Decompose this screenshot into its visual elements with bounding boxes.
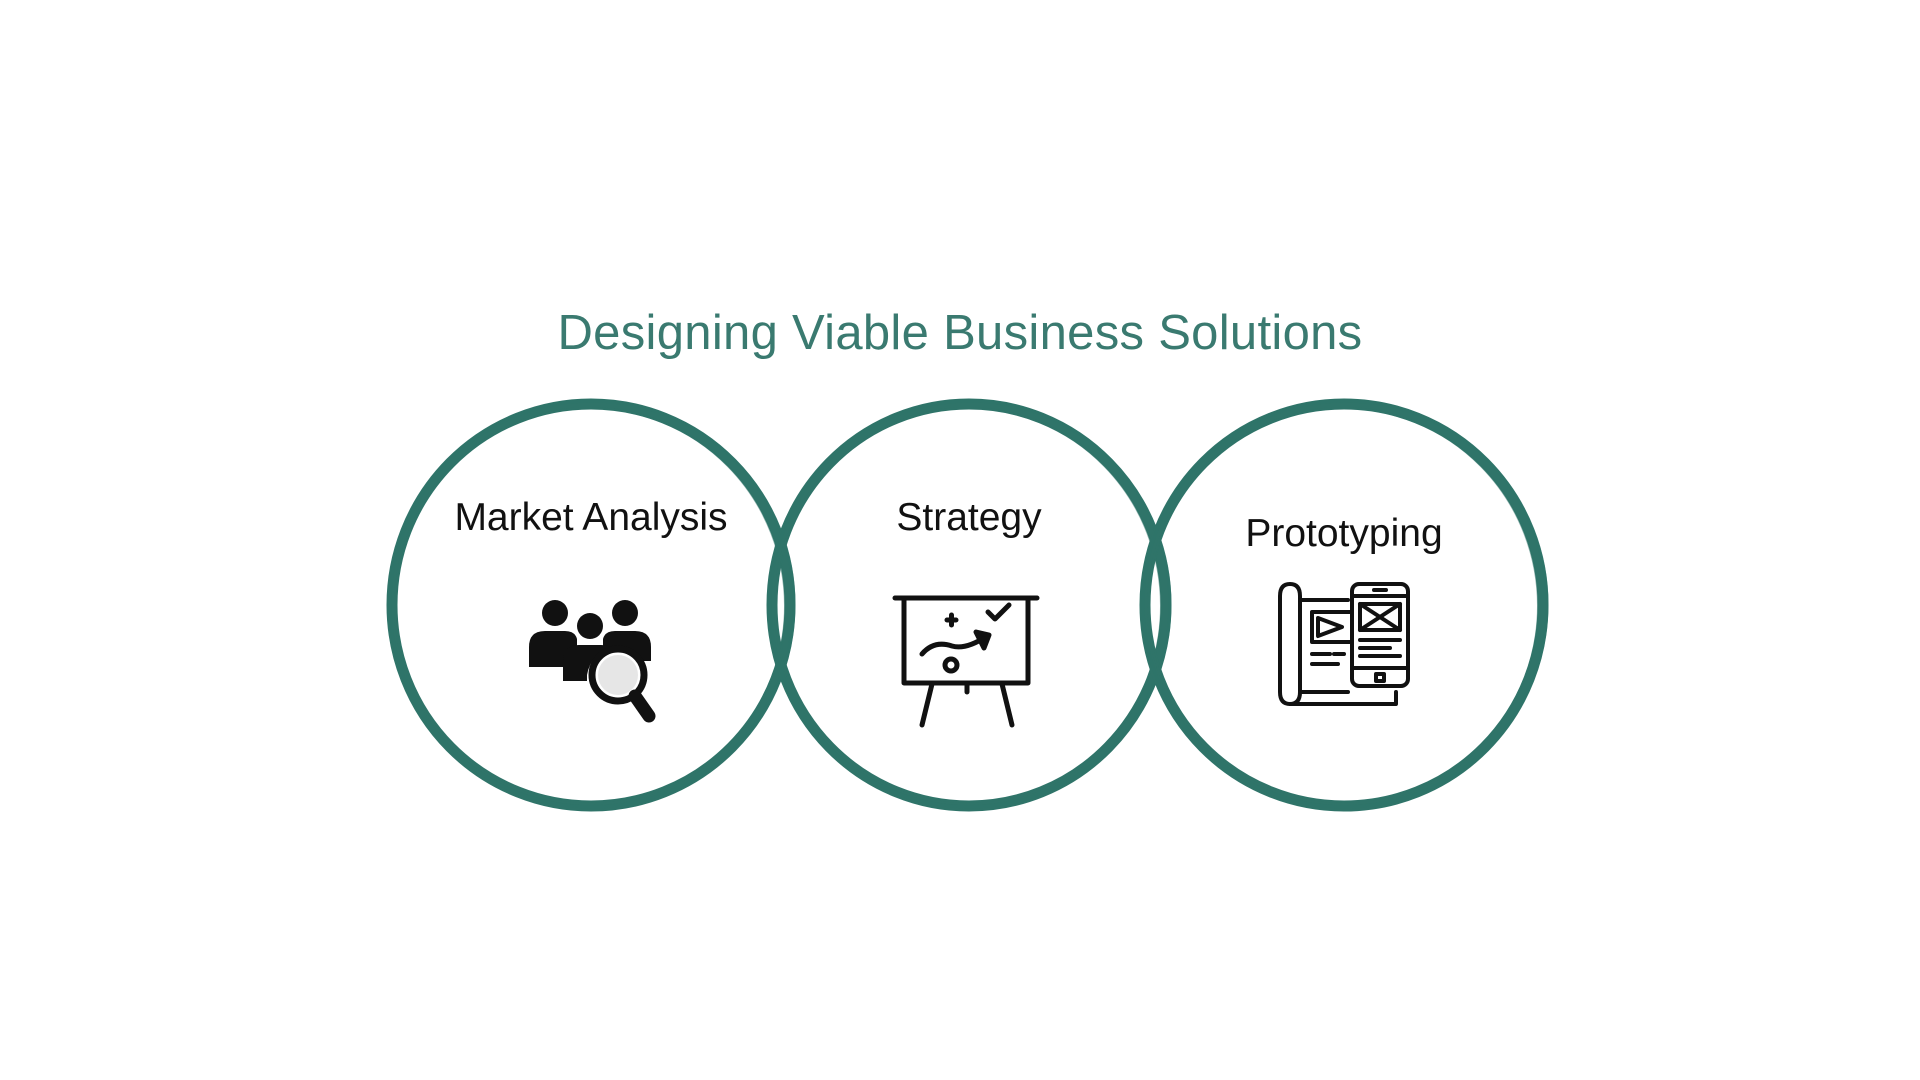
- ring-prototyping: [1139, 398, 1549, 812]
- strategy-board-icon: [892, 595, 1040, 728]
- slide-title: Designing Viable Business Solutions: [557, 306, 1363, 360]
- wireframe-prototype-icon: [1278, 582, 1410, 706]
- ring-market-analysis: [386, 398, 796, 812]
- people-search-icon: [529, 600, 656, 723]
- ring-strategy: [766, 398, 1172, 812]
- stage-label-strategy: Strategy: [896, 496, 1042, 539]
- stage-label-prototyping: Prototyping: [1245, 512, 1443, 555]
- stage-label-market-analysis: Market Analysis: [454, 496, 728, 539]
